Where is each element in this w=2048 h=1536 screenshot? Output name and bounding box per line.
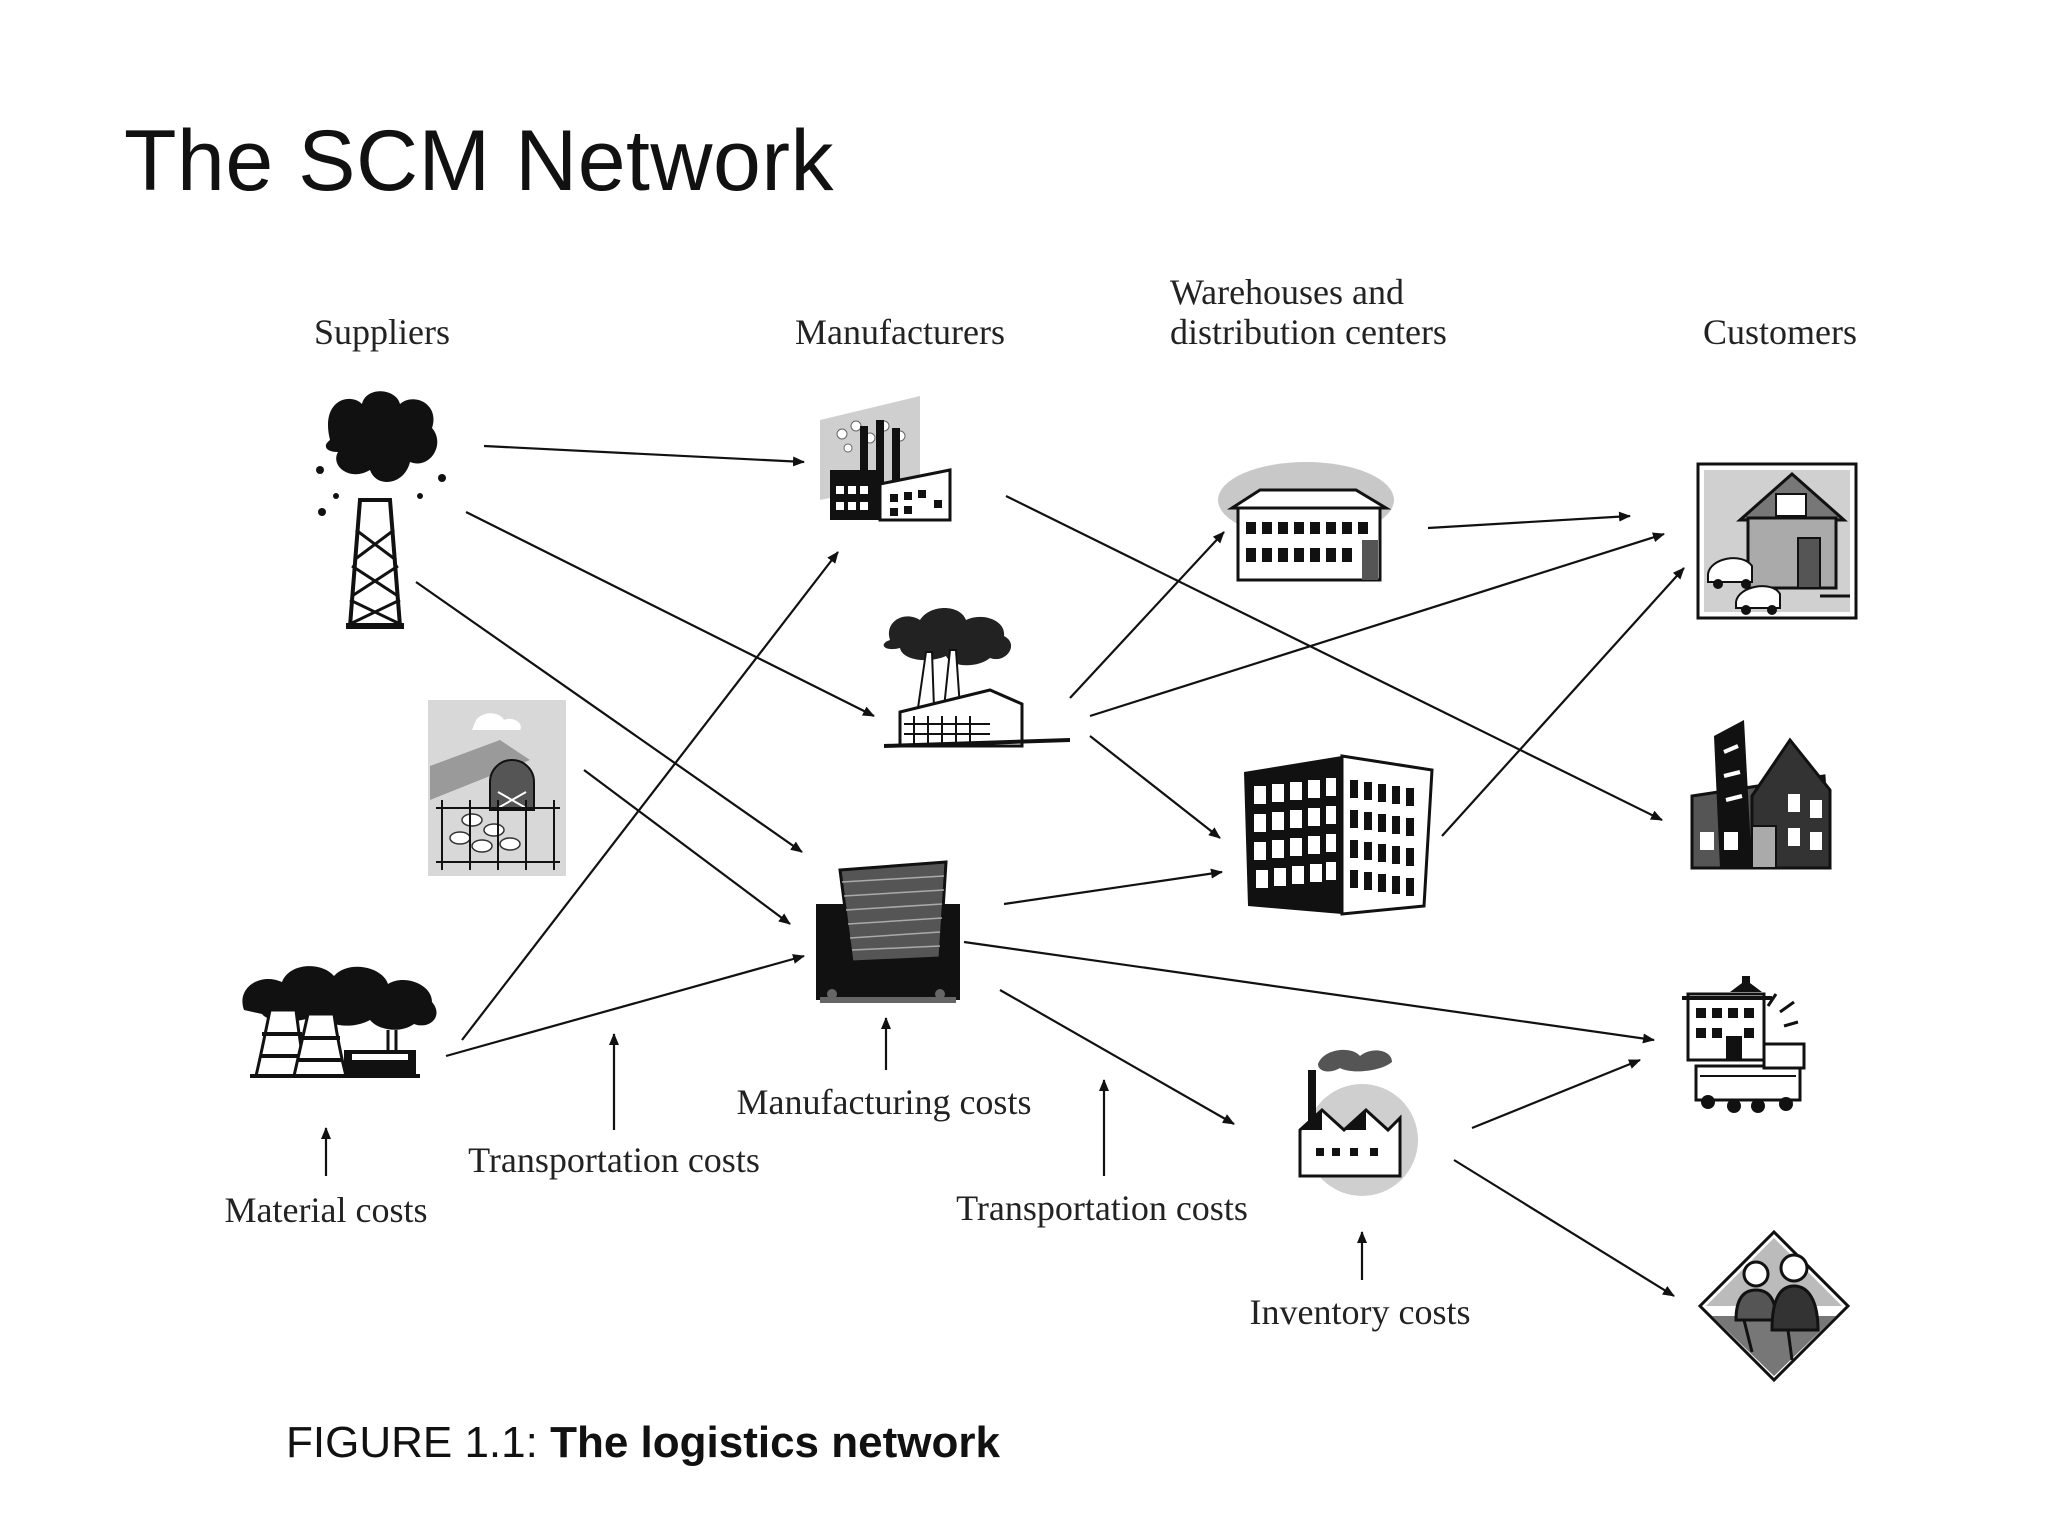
arrow-warehouse-to-house [1427, 511, 1631, 530]
slide-title: The SCM Network [124, 113, 834, 209]
figure-caption-title: The logistics network [550, 1418, 1000, 1467]
distribution-center-icon [1244, 754, 1434, 916]
storage-facility-icon [1298, 1049, 1418, 1196]
arrow-plant-to-industrial [445, 954, 805, 1058]
label-transportation-costs-1: Transportation costs [468, 1140, 760, 1180]
smokestack-factory-icon [883, 608, 1071, 748]
arrow-industrial-to-distribution [1003, 868, 1223, 906]
column-header-warehouses-line2: distribution centers [1170, 312, 1447, 352]
arrow-smokestack-to-warehouse [1069, 531, 1225, 699]
power-plant-icon [242, 966, 437, 1078]
label-material-costs: Material costs [224, 1190, 428, 1230]
oil-well-icon [316, 391, 446, 629]
column-header-manufacturers: Manufacturers [795, 312, 1005, 352]
arrow-oil-to-smokestack [465, 511, 875, 717]
arrow-oil-to-industrial [415, 581, 803, 853]
figure-caption: FIGURE 1.1: The logistics network [286, 1418, 1000, 1468]
arrow-industrial-to-storage [999, 989, 1235, 1125]
arrow-plant-to-factory [461, 551, 839, 1041]
retail-store-icon [1690, 720, 1832, 870]
label-inventory-costs: Inventory costs [1249, 1292, 1471, 1332]
people-icon [1697, 1229, 1851, 1383]
column-header-warehouses-line1: Warehouses and [1170, 272, 1405, 312]
column-header-suppliers: Suppliers [313, 312, 451, 352]
arrow-smokestack-to-house [1089, 532, 1665, 718]
arrow-smokestack-to-distribution [1089, 735, 1221, 839]
flow-arrows [415, 444, 1685, 1297]
warehouse-icon [1218, 462, 1394, 582]
label-manufacturing-costs: Manufacturing costs [736, 1082, 1032, 1122]
house-icon [1696, 462, 1858, 620]
arrow-factory-to-store [1005, 495, 1663, 821]
arrow-farm-to-industrial [583, 769, 791, 925]
industrial-building-icon [816, 860, 960, 1003]
figure-caption-prefix: FIGURE 1.1: [286, 1418, 551, 1467]
factory-icon [820, 396, 952, 522]
hospital-icon [1682, 976, 1806, 1113]
cost-arrows [321, 1017, 1367, 1280]
farm-icon [428, 700, 566, 876]
arrow-storage-to-people [1453, 1159, 1675, 1297]
arrow-storage-to-hospital [1471, 1058, 1641, 1130]
column-header-customers: Customers [1702, 312, 1858, 352]
arrow-industrial-to-hospital [963, 940, 1655, 1044]
arrow-distribution-to-house [1441, 567, 1685, 837]
label-transportation-costs-2: Transportation costs [956, 1188, 1248, 1228]
arrow-oil-to-factory [483, 444, 805, 467]
